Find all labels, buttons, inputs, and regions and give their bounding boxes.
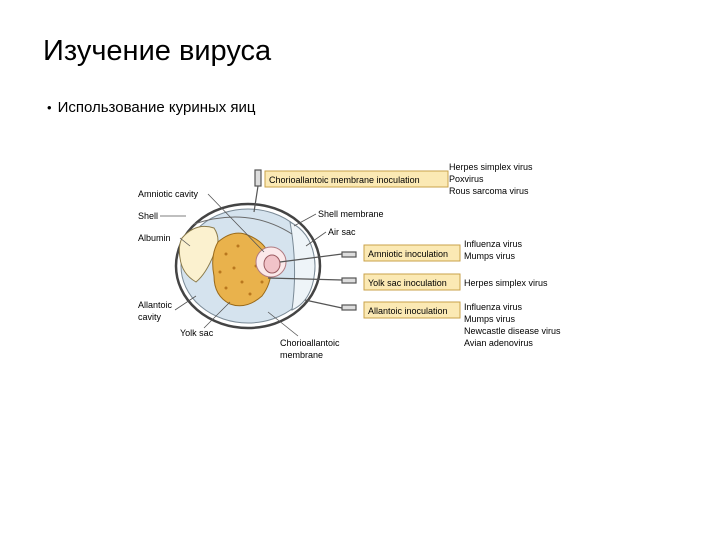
virus-mumps-2: Mumps virus	[464, 314, 516, 324]
virus-herpes-2: Herpes simplex virus	[464, 278, 548, 288]
chorioallantoic-needle	[253, 169, 262, 213]
amniotic-inoculation-label: Amniotic inoculation	[368, 249, 448, 259]
bullet-item: • Использование куриных яиц	[47, 98, 256, 118]
chorioallantoic-membrane	[193, 216, 293, 235]
egg-inoculation-diagram: Chorioallantoic membrane inoculation Amn…	[138, 162, 561, 360]
slide-title: Изучение вируса	[43, 35, 272, 67]
allantoic-needle	[304, 299, 357, 311]
label-albumin: Albumin	[138, 233, 171, 243]
allantoic-inoculation-box	[363, 301, 461, 319]
leader-lines	[160, 193, 327, 337]
virus-avian-adenovirus: Avian adenovirus	[464, 338, 533, 348]
virus-rous-sarcoma: Rous sarcoma virus	[449, 186, 529, 196]
label-air-sac: Air sac	[328, 227, 356, 237]
label-shell-membrane: Shell membrane	[318, 209, 384, 219]
chorioallantoic-inoculation-label: Chorioallantoic membrane inoculation	[269, 175, 420, 185]
label-yolk-sac: Yolk sac	[180, 328, 214, 338]
yolk-sac-needle	[267, 277, 357, 284]
label-allantoic-cavity-2: cavity	[138, 312, 162, 322]
albumin-region	[178, 225, 219, 283]
bullet-dot-icon: •	[47, 100, 52, 115]
embryo	[263, 254, 281, 274]
yolk-sac-inoculation-label: Yolk sac inoculation	[368, 278, 447, 288]
allantoic-inoculation-label: Allantoic inoculation	[368, 306, 448, 316]
virus-mumps-1: Mumps virus	[464, 251, 516, 261]
label-amniotic-cavity: Amniotic cavity	[138, 189, 199, 199]
label-shell: Shell	[138, 211, 158, 221]
chorioallantoic-inoculation-box	[264, 170, 449, 188]
virus-influenza-2: Influenza virus	[464, 302, 523, 312]
virus-poxvirus: Poxvirus	[449, 174, 484, 184]
amniotic-needle	[279, 251, 357, 263]
virus-influenza-1: Influenza virus	[464, 239, 523, 249]
yolk-sac-inoculation-box	[363, 273, 461, 291]
bullet-text: Использование куриных яиц	[57, 99, 256, 116]
amniotic-inoculation-box	[363, 244, 461, 262]
virus-herpes-1: Herpes simplex virus	[449, 162, 533, 172]
label-allantoic-cavity-1: Allantoic	[138, 300, 173, 310]
virus-newcastle: Newcastle disease virus	[464, 326, 561, 336]
label-chorioallantoic-membrane-2: membrane	[280, 350, 323, 360]
label-chorioallantoic-membrane-1: Chorioallantoic	[280, 338, 340, 348]
